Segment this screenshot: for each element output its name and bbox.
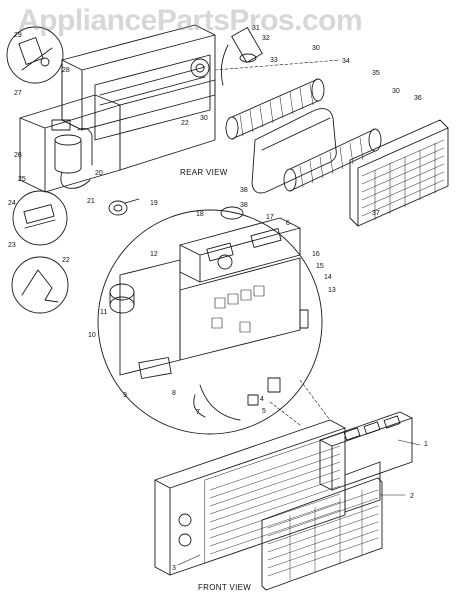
fan-motor — [220, 27, 263, 86]
front-view-caption: FRONT VIEW — [198, 583, 251, 592]
callout-28: 28 — [62, 67, 70, 74]
callout-29: 29 — [14, 32, 22, 39]
callout-7: 7 — [196, 409, 200, 416]
callouts: 29 31 32 33 30 34 35 30 36 27 28 22 30 2… — [8, 25, 428, 572]
callout-18: 18 — [196, 211, 204, 218]
callout-36: 36 — [414, 95, 422, 102]
callout-8: 8 — [172, 390, 176, 397]
callout-5: 5 — [262, 408, 266, 415]
callout-20: 20 — [95, 170, 103, 177]
callout-35: 35 — [372, 70, 380, 77]
callout-1: 1 — [424, 441, 428, 448]
control-detail-circle — [97, 206, 323, 435]
callout-15: 15 — [316, 263, 324, 270]
rear-view-caption: REAR VIEW — [180, 168, 228, 177]
rear-chassis — [19, 24, 216, 193]
front-grille — [261, 477, 383, 591]
rear-coil — [349, 119, 449, 227]
callout-14: 14 — [324, 274, 332, 281]
callout-32: 32 — [262, 35, 270, 42]
callout-19: 19 — [150, 200, 158, 207]
callout-34: 34 — [342, 58, 350, 65]
front-unit — [154, 411, 413, 576]
callout-33: 33 — [270, 57, 278, 64]
callout-30c: 30 — [200, 115, 208, 122]
inset-circle-bottom — [11, 256, 69, 314]
callout-9: 9 — [123, 392, 127, 399]
blower-housing — [251, 108, 337, 194]
callout-31: 31 — [252, 25, 260, 32]
capacitor-19 — [108, 198, 140, 216]
callout-16: 16 — [312, 251, 320, 258]
blower-wheel-upper — [225, 78, 325, 140]
inset-circle-mid — [12, 190, 68, 246]
callout-12: 12 — [150, 251, 158, 258]
compressor — [51, 119, 93, 189]
callout-13: 13 — [328, 287, 336, 294]
callout-17: 17 — [266, 214, 274, 221]
callout-24: 24 — [8, 200, 16, 207]
callout-38a: 38 — [240, 187, 248, 194]
callout-10: 10 — [88, 332, 96, 339]
callout-22a: 22 — [181, 120, 189, 127]
callout-3: 3 — [172, 565, 176, 572]
callout-23: 23 — [8, 242, 16, 249]
callout-37: 37 — [372, 210, 380, 217]
callout-4: 4 — [260, 396, 264, 403]
callout-25: 25 — [18, 176, 26, 183]
callout-26: 26 — [14, 152, 22, 159]
callout-21: 21 — [87, 198, 95, 205]
blower-wheel-lower — [283, 128, 382, 192]
callout-27: 27 — [14, 90, 22, 97]
callout-38b: 38 — [240, 202, 248, 209]
callout-22b: 22 — [62, 257, 70, 264]
leader-lines — [177, 59, 421, 566]
callout-30a: 30 — [312, 45, 320, 52]
callout-11: 11 — [100, 309, 107, 316]
inset-circle-top — [6, 26, 64, 84]
callout-6: 6 — [286, 220, 290, 227]
watermark-logo: AppliancePartsPros.com — [18, 4, 363, 37]
callout-2: 2 — [410, 493, 414, 500]
callout-30b: 30 — [392, 88, 400, 95]
